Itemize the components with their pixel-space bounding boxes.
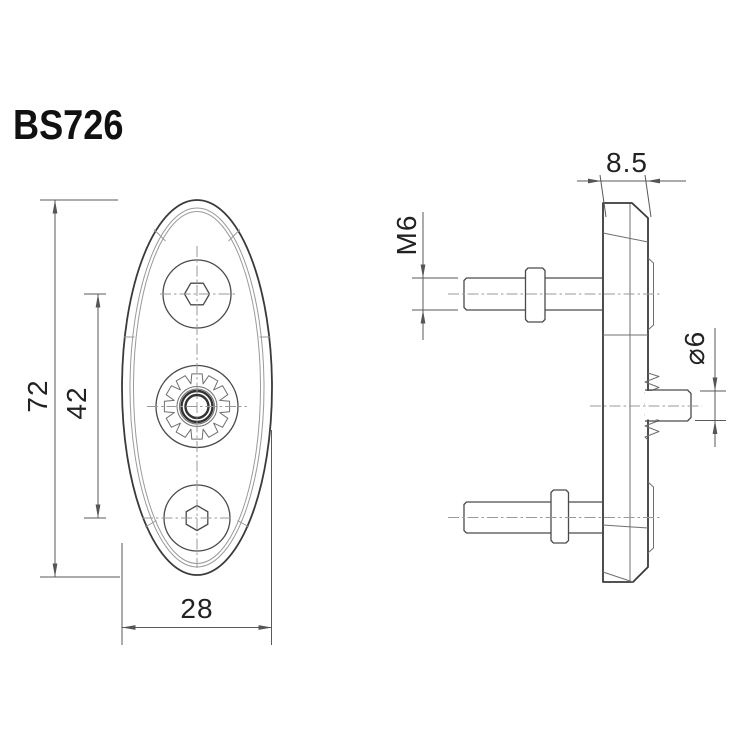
dim-thickness: 8.5 [577, 147, 686, 218]
dim-label-thickness: 8.5 [606, 147, 648, 178]
edge-transition-ticks [123, 229, 271, 528]
side-view: 8.5 M6 ⌀6 [391, 147, 726, 583]
dim-thread: M6 [391, 212, 458, 340]
dim-label-height: 72 [22, 379, 53, 412]
dim-label-stud-diameter: ⌀6 [679, 331, 710, 365]
dim-label-width: 28 [180, 593, 213, 624]
bottom-stud-collar [550, 489, 570, 544]
bottom-hex-socket-icon [185, 504, 209, 532]
dim-height: 72 [22, 199, 120, 578]
middle-stud-fill [645, 391, 690, 420]
dim-width: 28 [121, 430, 272, 645]
dim-hole-spacing: 42 [61, 293, 106, 519]
plate-surface-edges [602, 232, 649, 583]
plate-outline [121, 199, 273, 576]
dim-label-thread: M6 [391, 215, 422, 256]
dim-label-hole-spacing: 42 [61, 386, 92, 419]
drawing-title: BS726 [13, 103, 123, 149]
front-view: 72 42 28 [22, 199, 273, 645]
knurl-gear-ring [163, 373, 231, 440]
plate-side-outline [602, 202, 649, 583]
dim-stud-diameter: ⌀6 [679, 328, 726, 447]
drawing-title-group: BS726 [13, 103, 123, 149]
top-stud-collar [524, 267, 546, 323]
